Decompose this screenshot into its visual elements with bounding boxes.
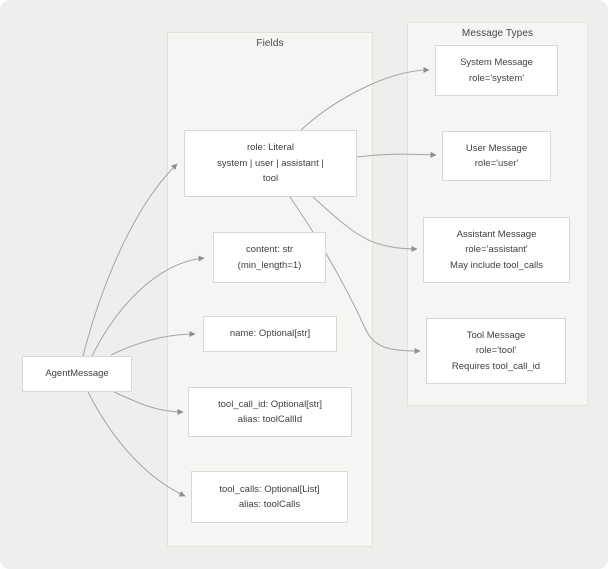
node-line: role='assistant': [465, 244, 528, 256]
fields-group: Fields: [167, 32, 373, 547]
message-node-assistant[interactable]: Assistant Message role='assistant' May i…: [423, 217, 570, 283]
fields-group-label: Fields: [256, 38, 284, 49]
edge-agent-role: [82, 163, 178, 357]
field-node-name[interactable]: name: Optional[str]: [203, 316, 337, 352]
node-line: tool_call_id: Optional[str]: [217, 398, 323, 410]
node-line: AgentMessage: [45, 368, 109, 380]
node-line: role='system': [468, 72, 525, 84]
node-line: name: Optional[str]: [229, 328, 311, 340]
node-line: role: Literal: [247, 142, 294, 154]
node-line: role='tool': [475, 345, 517, 357]
node-line: alias: toolCallId: [237, 414, 303, 425]
node-line: May include tool_calls: [450, 259, 543, 271]
node-line: Assistant Message: [456, 228, 537, 240]
node-line: system | user | assistant |: [217, 157, 324, 169]
node-line: tool_calls: Optional[List]: [219, 483, 320, 495]
node-line: content: str: [246, 244, 293, 255]
field-node-tool-calls[interactable]: tool_calls: Optional[List] alias: toolCa…: [191, 471, 348, 523]
field-node-tool-call-id[interactable]: tool_call_id: Optional[str] alias: toolC…: [188, 387, 352, 437]
node-line: User Message: [465, 142, 528, 154]
node-line: tool: [262, 173, 279, 185]
node-line: Tool Message: [466, 329, 526, 341]
field-node-role[interactable]: role: Literal system | user | assistant …: [184, 130, 357, 197]
message-node-system[interactable]: System Message role='system': [435, 45, 558, 96]
message-types-group-label: Message Types: [461, 28, 534, 39]
agent-message-node[interactable]: AgentMessage: [22, 356, 132, 392]
message-node-user[interactable]: User Message role='user': [442, 131, 551, 181]
field-node-content[interactable]: content: str (min_length=1): [213, 232, 326, 283]
node-line: Requires tool_call_id: [451, 360, 541, 372]
node-line: (min_length=1): [237, 259, 302, 271]
message-node-tool[interactable]: Tool Message role='tool' Requires tool_c…: [426, 318, 566, 384]
node-line: role='user': [474, 158, 519, 169]
node-line: alias: toolCalls: [238, 499, 301, 510]
node-line: System Message: [460, 57, 533, 68]
